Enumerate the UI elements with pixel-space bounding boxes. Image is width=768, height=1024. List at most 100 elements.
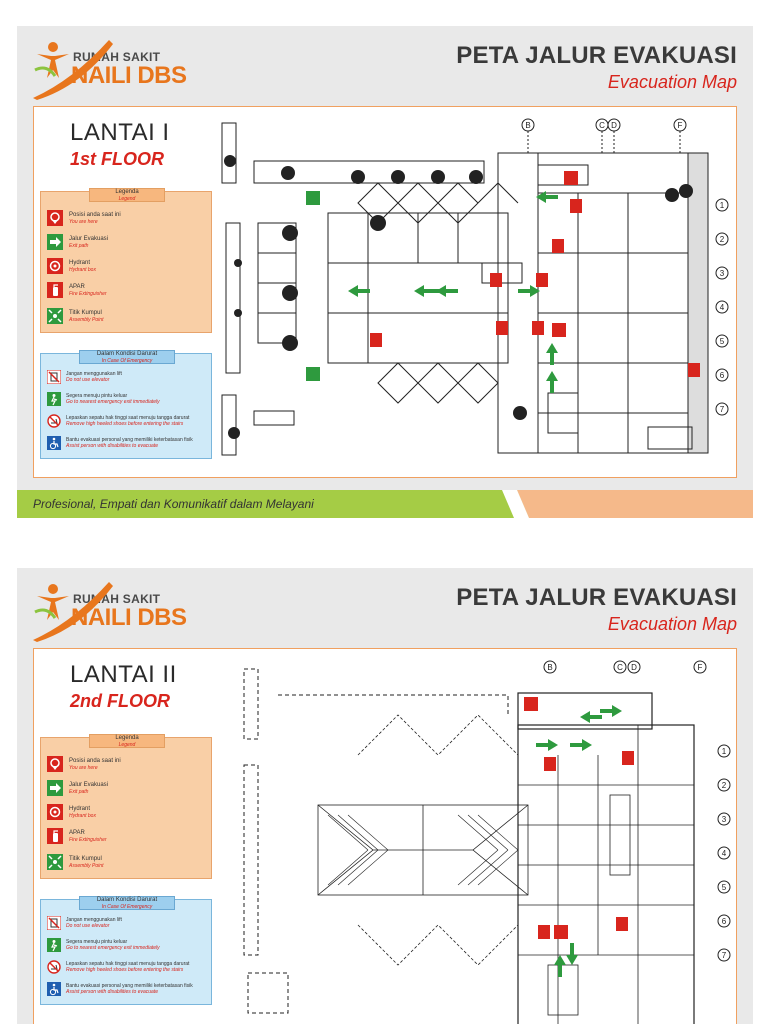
map-title: PETA JALUR EVAKUASI Evacuation Map <box>456 584 737 635</box>
grid-col-label: F <box>678 121 683 130</box>
exit-arrow <box>600 705 622 717</box>
evacuation-exit-icon <box>47 780 63 796</box>
floor-1-plan: B C D F 1 2 3 4 5 6 7 <box>221 118 729 456</box>
assembly-point-icon <box>47 854 63 870</box>
legend-subtitle: Legend <box>118 742 136 748</box>
grid-col-label: D <box>631 663 637 672</box>
extinguisher-marker <box>544 757 556 771</box>
grid-col-label: D <box>611 121 617 130</box>
main-building <box>517 724 695 1024</box>
emergency-item-label: Lepaskan sepatu hak tinggi saat menuju t… <box>66 415 190 421</box>
extinguisher-marker <box>538 925 550 939</box>
top-driveway <box>253 160 485 184</box>
grid-row-label: 7 <box>722 951 727 960</box>
emergency-item-label: Lepaskan sepatu hak tinggi saat menuju t… <box>66 961 190 967</box>
no-high-heels-icon <box>47 414 61 428</box>
hydrant-icon <box>47 258 63 274</box>
legend-item-label: Hydrant <box>69 806 91 812</box>
legend-item-label: APAR <box>69 830 85 836</box>
assembly-point-marker <box>306 191 320 205</box>
emergency-exit-icon <box>47 392 61 406</box>
grid-row-label: 4 <box>720 303 725 312</box>
legend-item-en: Assembly Point <box>69 317 104 323</box>
legend-subtitle: Legend <box>118 196 136 202</box>
exit-arrow <box>546 343 558 365</box>
no-high-heels-icon <box>47 960 61 974</box>
emergency-item-en: Go to nearest emergency exit immediately <box>66 945 160 951</box>
emergency-item-en: Remove high heeled shoes before entering… <box>66 421 184 427</box>
legend-item-label: Titik Kumpul <box>69 310 102 316</box>
grid-row-label: 3 <box>722 815 727 824</box>
exit-arrow <box>436 285 458 297</box>
emergency-item-en: Go to nearest emergency exit immediately <box>66 399 160 405</box>
logo-figure-icon <box>34 584 69 620</box>
assembly-point-marker <box>306 367 320 381</box>
map-title-en: Evacuation Map <box>607 614 737 634</box>
floor-label-en: 2nd FLOOR <box>70 691 170 711</box>
emergency-item-label: Jangan menggunakan lift <box>66 371 122 377</box>
grid-row-label: 2 <box>722 781 727 790</box>
grid-row-label: 7 <box>720 405 725 414</box>
no-elevator-icon <box>47 370 61 384</box>
grid-col-label: F <box>698 663 703 672</box>
legend-item-en: Hydrant box <box>69 813 96 819</box>
extinguisher-marker <box>570 199 582 213</box>
emergency-item: Bantu evakuasi personal yang memiliki ke… <box>47 982 209 998</box>
legend-item-en: Fire Extinguisher <box>69 291 107 297</box>
floor-2-sheet: RUMAH SAKIT NAILI DBS PETA JALUR EVAKUAS… <box>17 568 753 1024</box>
hydrant-icon <box>47 804 63 820</box>
extinguisher-marker <box>688 363 700 377</box>
emergency-item-label: Jangan menggunakan lift <box>66 917 122 923</box>
legend-item-en: Hydrant box <box>69 267 96 273</box>
emergency-item-label: Bantu evakuasi personal yang memiliki ke… <box>66 983 193 989</box>
extinguisher-marker <box>532 321 544 335</box>
emergency-item-label: Segera menuju pintu keluar <box>66 939 128 945</box>
floor-label-id: LANTAI II <box>70 661 177 688</box>
extinguisher-marker <box>496 321 508 335</box>
grid-row-label: 6 <box>720 371 725 380</box>
you-are-here-icon <box>47 210 63 226</box>
fire-extinguisher-icon <box>47 828 63 844</box>
you-are-here-marker <box>554 925 568 939</box>
map-title: PETA JALUR EVAKUASI Evacuation Map <box>456 42 737 93</box>
footer-band: Profesional, Empati dan Komunikatif dala… <box>17 490 753 518</box>
legend-item-label: Hydrant <box>69 260 91 266</box>
exit-arrow <box>414 285 440 297</box>
floor-label-en: 1st FLOOR <box>70 149 165 169</box>
hydrant-marker <box>564 171 578 185</box>
disabled-assist-icon <box>47 436 61 450</box>
map-title-en: Evacuation Map <box>607 72 737 92</box>
you-are-here-marker <box>552 323 566 337</box>
emergency-item: Lepaskan sepatu hak tinggi saat menuju t… <box>47 414 209 430</box>
hospital-logo: RUMAH SAKIT NAILI DBS <box>33 582 253 642</box>
emergency-item-en: Do not use elevator <box>66 377 110 383</box>
floor-2-plan: B C D F 1 2 3 4 5 6 7 <box>243 660 731 1024</box>
legend-item-label: Titik Kumpul <box>69 856 102 862</box>
emergency-subtitle: In Case Of Emergency <box>101 358 153 364</box>
grid-row-label: 1 <box>722 747 727 756</box>
grid-col-label: C <box>617 663 623 672</box>
you-are-here-icon <box>47 756 63 772</box>
exit-arrow <box>518 285 540 297</box>
legend-item-en: Assembly Point <box>69 863 104 869</box>
exit-arrow <box>566 943 578 965</box>
legend-item-label: APAR <box>69 284 85 290</box>
grid-row-label: 3 <box>720 269 725 278</box>
disabled-assist-icon <box>47 982 61 996</box>
exit-arrow <box>348 285 370 297</box>
planter <box>225 222 241 374</box>
emergency-item-en: Assist person with disabilities to evacu… <box>66 989 158 995</box>
grid-row-label: 6 <box>722 917 727 926</box>
extinguisher-marker <box>552 239 564 253</box>
floor-label-id: LANTAI I <box>70 119 170 146</box>
